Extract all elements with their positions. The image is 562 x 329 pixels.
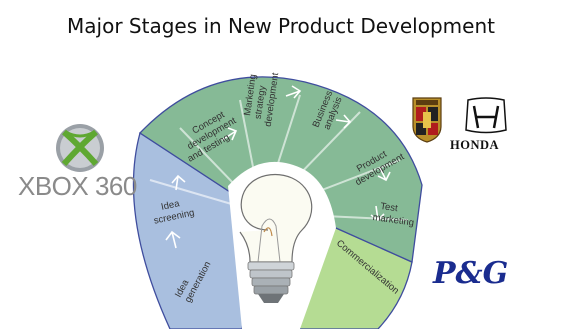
stage-arrow-icon — [221, 127, 238, 141]
xbox-wordmark: XBOX 360 — [18, 171, 137, 201]
pg-logo: P&G — [432, 256, 508, 291]
honda-logo: HONDA — [450, 97, 507, 152]
stage-arrow-icon — [171, 174, 186, 191]
porsche-crest-icon — [412, 97, 442, 143]
stage-arrow-icon — [370, 205, 385, 222]
xbox-sphere-icon — [56, 124, 104, 172]
stage-arrows — [165, 85, 391, 249]
stage-arrow-icon — [377, 167, 391, 182]
honda-wordmark: HONDA — [450, 138, 499, 152]
sector-idea-stages — [132, 131, 263, 329]
slide-title: Major Stages in New Product Development — [67, 14, 495, 38]
stage-arrow-icon — [165, 230, 181, 249]
light-bulb-icon — [239, 173, 313, 303]
honda-h-icon — [465, 97, 507, 134]
stage-arrow-icon — [285, 85, 302, 99]
stage-arrow-icon — [335, 114, 352, 129]
xbox-logo: XBOX 360 — [18, 124, 137, 201]
